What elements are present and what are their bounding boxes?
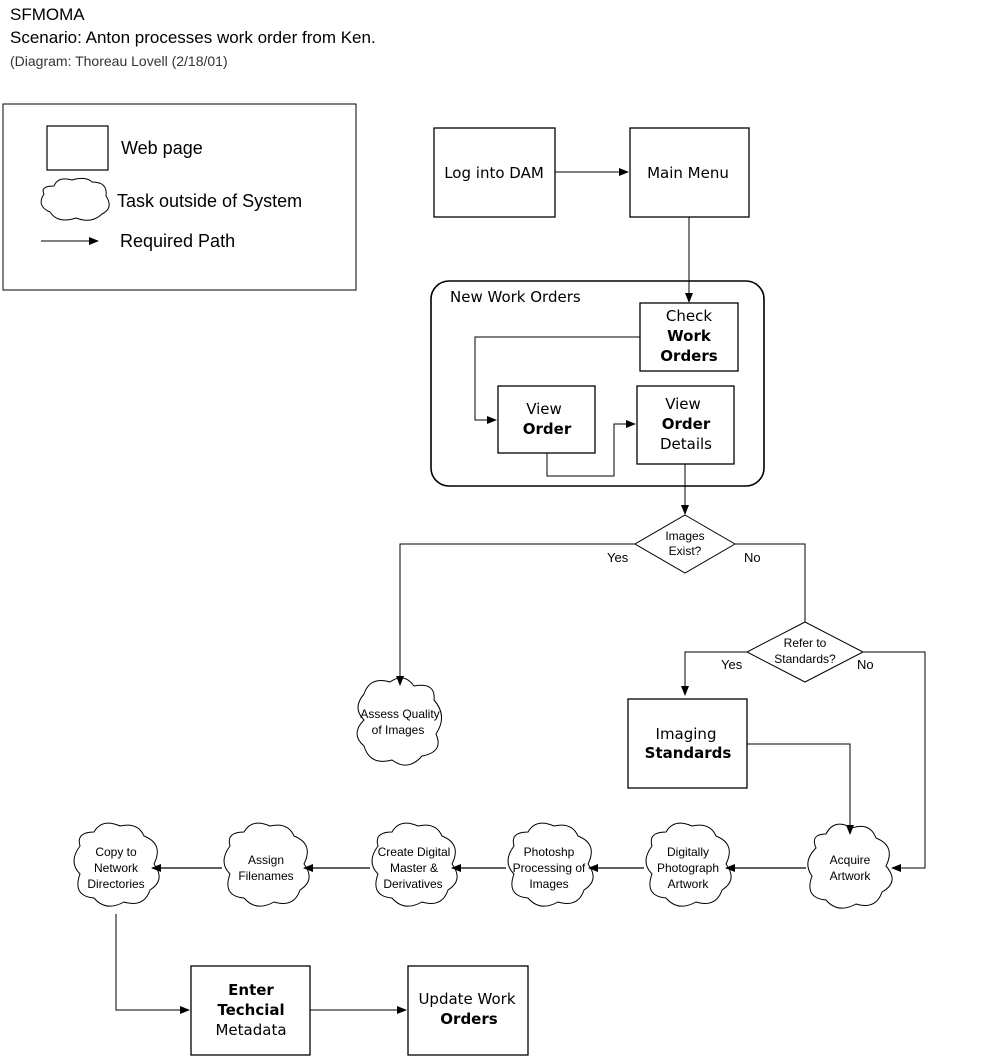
images-exist-label-1: Images — [665, 529, 704, 543]
check-label-2: Work — [667, 327, 712, 345]
photoshop-label-2: Processing of — [513, 861, 586, 875]
copy-label-1: Copy to — [95, 845, 137, 859]
main-menu-label: Main Menu — [647, 164, 729, 182]
check-label-1: Check — [666, 307, 712, 325]
check-label-3: Orders — [660, 347, 717, 365]
update-label-2: Orders — [440, 1010, 497, 1028]
arrow-refer-yes-to-imaging — [681, 651, 747, 696]
photoshop-label-3: Images — [529, 877, 568, 891]
arrow-check-to-view-order — [474, 336, 640, 424]
line-no-to-refer — [735, 543, 806, 622]
create-label-3: Derivatives — [383, 877, 442, 891]
images-exist-yes: Yes — [607, 550, 629, 565]
acquire-artwork-cloud — [807, 823, 893, 909]
legend-task-label: Task outside of System — [117, 191, 302, 211]
view-details-label-2: Order — [662, 415, 711, 433]
digitally-photograph-cloud — [645, 822, 732, 907]
update-work-orders-box — [407, 965, 529, 1056]
legend: Web page Task outside of System Required… — [2, 103, 357, 291]
diagram-credit: (Diagram: Thoreau Lovell (2/18/01) — [10, 53, 228, 69]
enter-label-1: Enter — [228, 981, 274, 999]
photoshop-processing-cloud — [507, 822, 594, 907]
enter-label-2: Techcial — [217, 1001, 284, 1019]
refer-label-2: Standards? — [774, 652, 836, 666]
log-into-dam-label: Log into DAM — [444, 164, 544, 182]
arrow-view-order-to-details — [546, 420, 636, 477]
enter-label-3: Metadata — [215, 1021, 286, 1039]
digitally-label-3: Artwork — [668, 877, 710, 891]
photoshop-label-1: Photoshp — [524, 845, 575, 859]
view-order-label-1: View — [526, 400, 562, 418]
imaging-label-1: Imaging — [656, 725, 717, 743]
view-details-label-1: View — [665, 395, 701, 413]
diagram-scenario: Scenario: Anton processes work order fro… — [10, 28, 376, 47]
arrow-imaging-to-acquire — [747, 743, 854, 835]
check-work-orders-box — [639, 302, 739, 372]
refer-label-1: Refer to — [784, 636, 827, 650]
assign-label-2: Filenames — [238, 869, 293, 883]
view-details-label-3: Details — [660, 435, 712, 453]
assess-quality-cloud — [356, 677, 442, 766]
create-label-2: Master & — [390, 861, 438, 875]
refer-no: No — [857, 657, 874, 672]
legend-web-page-label: Web page — [121, 138, 203, 158]
assess-label-1: Assess Quality — [360, 707, 439, 721]
arrow-refer-no-to-acquire — [863, 651, 926, 872]
images-exist-decision — [634, 514, 736, 574]
legend-frame — [2, 103, 357, 291]
create-label-1: Create Digital — [378, 845, 451, 859]
new-work-orders-title: New Work Orders — [450, 288, 581, 306]
refer-yes: Yes — [721, 657, 743, 672]
legend-cloud-icon — [40, 177, 110, 221]
create-digital-master-cloud — [371, 822, 458, 907]
imaging-label-2: Standards — [645, 744, 732, 762]
images-exist-label-2: Exist? — [669, 544, 702, 558]
copy-label-2: Network — [94, 861, 139, 875]
arrow-yes-to-assess — [396, 543, 635, 686]
acquire-label-1: Acquire — [830, 853, 871, 867]
arrow-copy-to-enter — [115, 914, 190, 1014]
digitally-label-2: Photograph — [657, 861, 719, 875]
assess-label-2: of Images — [372, 723, 425, 737]
copy-network-cloud — [73, 822, 160, 907]
digitally-label-1: Digitally — [667, 845, 709, 859]
diagram-org: SFMOMA — [10, 5, 85, 24]
new-work-orders-group — [430, 280, 765, 487]
legend-path-label: Required Path — [120, 231, 235, 251]
update-label-1: Update Work — [418, 990, 515, 1008]
view-order-label-2: Order — [523, 420, 572, 438]
acquire-label-2: Artwork — [830, 869, 872, 883]
assign-label-1: Assign — [248, 853, 284, 867]
legend-web-page-symbol — [46, 125, 109, 171]
copy-label-3: Directories — [87, 877, 144, 891]
images-exist-no: No — [744, 550, 761, 565]
assign-filenames-cloud — [223, 822, 310, 907]
refer-standards-decision — [745, 621, 865, 683]
